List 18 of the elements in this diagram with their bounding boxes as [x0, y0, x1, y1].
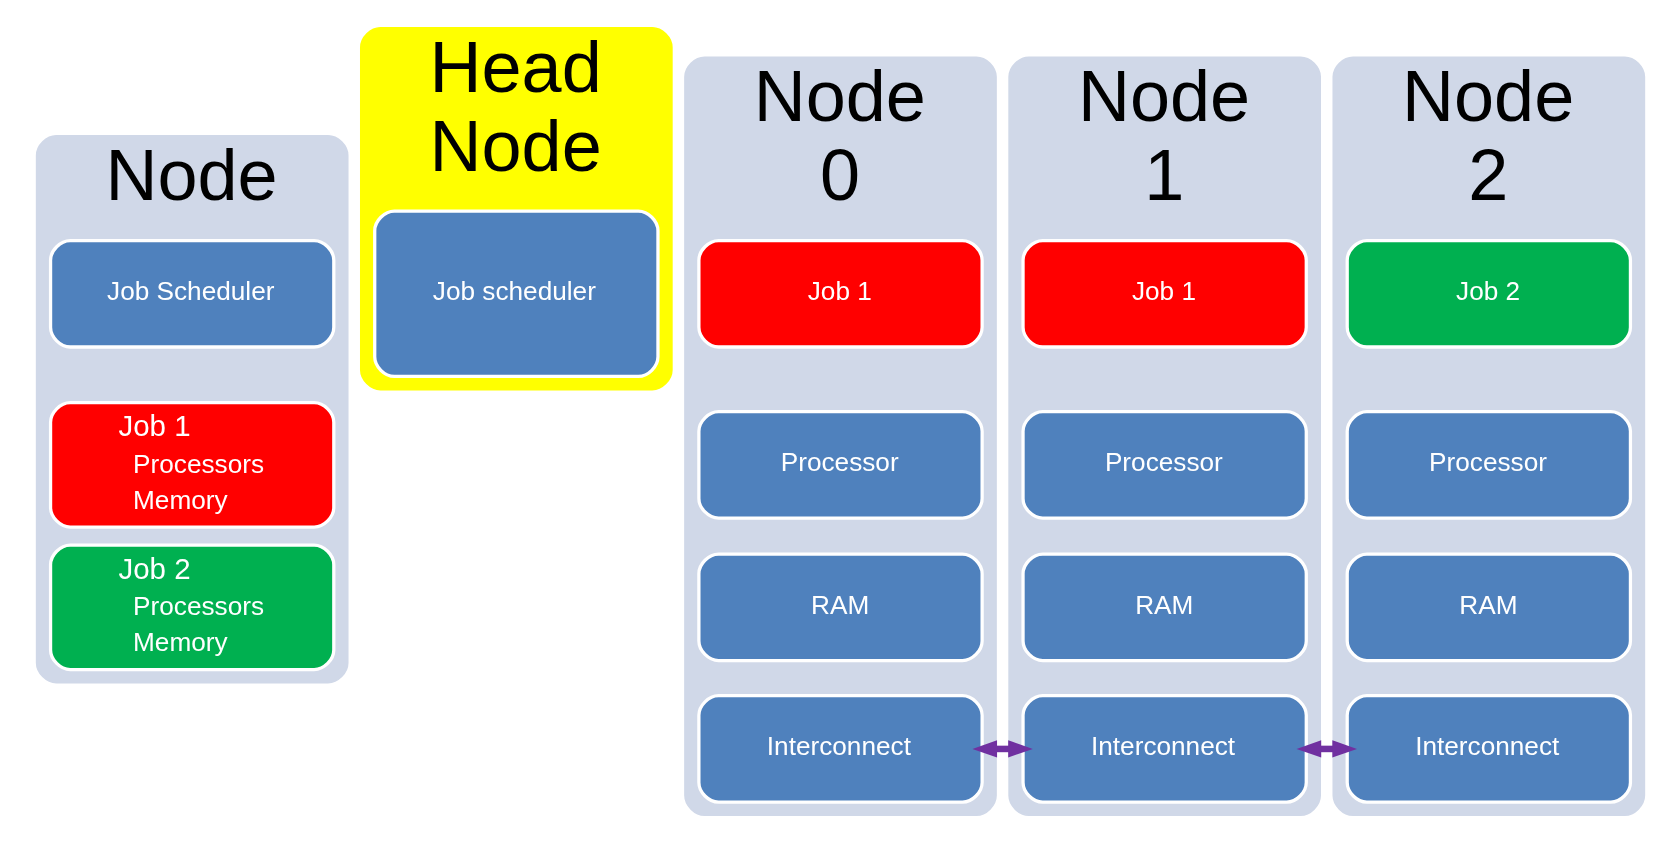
node-box: Processor: [1020, 410, 1308, 520]
node-box: Job 1 Processors Memory: [48, 401, 335, 529]
node-box: RAM: [696, 552, 984, 663]
node-box: Job 1: [696, 238, 984, 349]
node-box: RAM: [1345, 552, 1632, 663]
node-box: Processor: [696, 410, 984, 520]
arrow: [971, 740, 1033, 758]
node-box: Job 1: [1020, 238, 1308, 349]
node-box: Job Scheduler: [48, 238, 335, 349]
node-box: Interconnect: [1345, 694, 1632, 804]
node-box: RAM: [1020, 552, 1308, 663]
arrow: [1296, 740, 1357, 758]
node-box: Interconnect: [696, 694, 984, 804]
node-box: Processor: [1345, 410, 1632, 520]
node-box: Job 2 Processors Memory: [48, 543, 335, 672]
node-box: Job scheduler: [372, 209, 660, 379]
node-box: Interconnect: [1020, 694, 1308, 804]
node-box: Job 2: [1345, 238, 1632, 349]
